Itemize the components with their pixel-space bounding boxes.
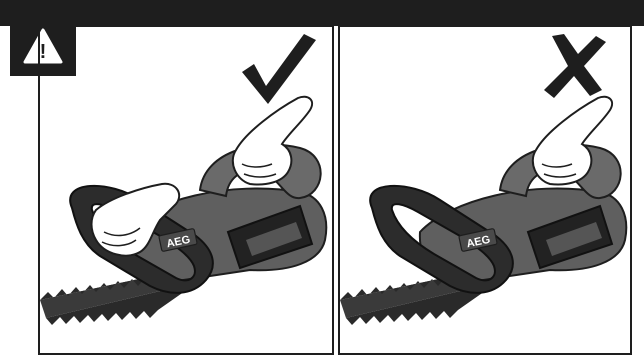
panel-correct: AEG [39, 26, 333, 354]
header-bar [0, 0, 644, 26]
warning-symbol: ! [40, 41, 47, 63]
panel-incorrect: AEG [339, 26, 631, 354]
cross-mark-icon [544, 34, 606, 98]
checkmark-icon [242, 34, 316, 104]
